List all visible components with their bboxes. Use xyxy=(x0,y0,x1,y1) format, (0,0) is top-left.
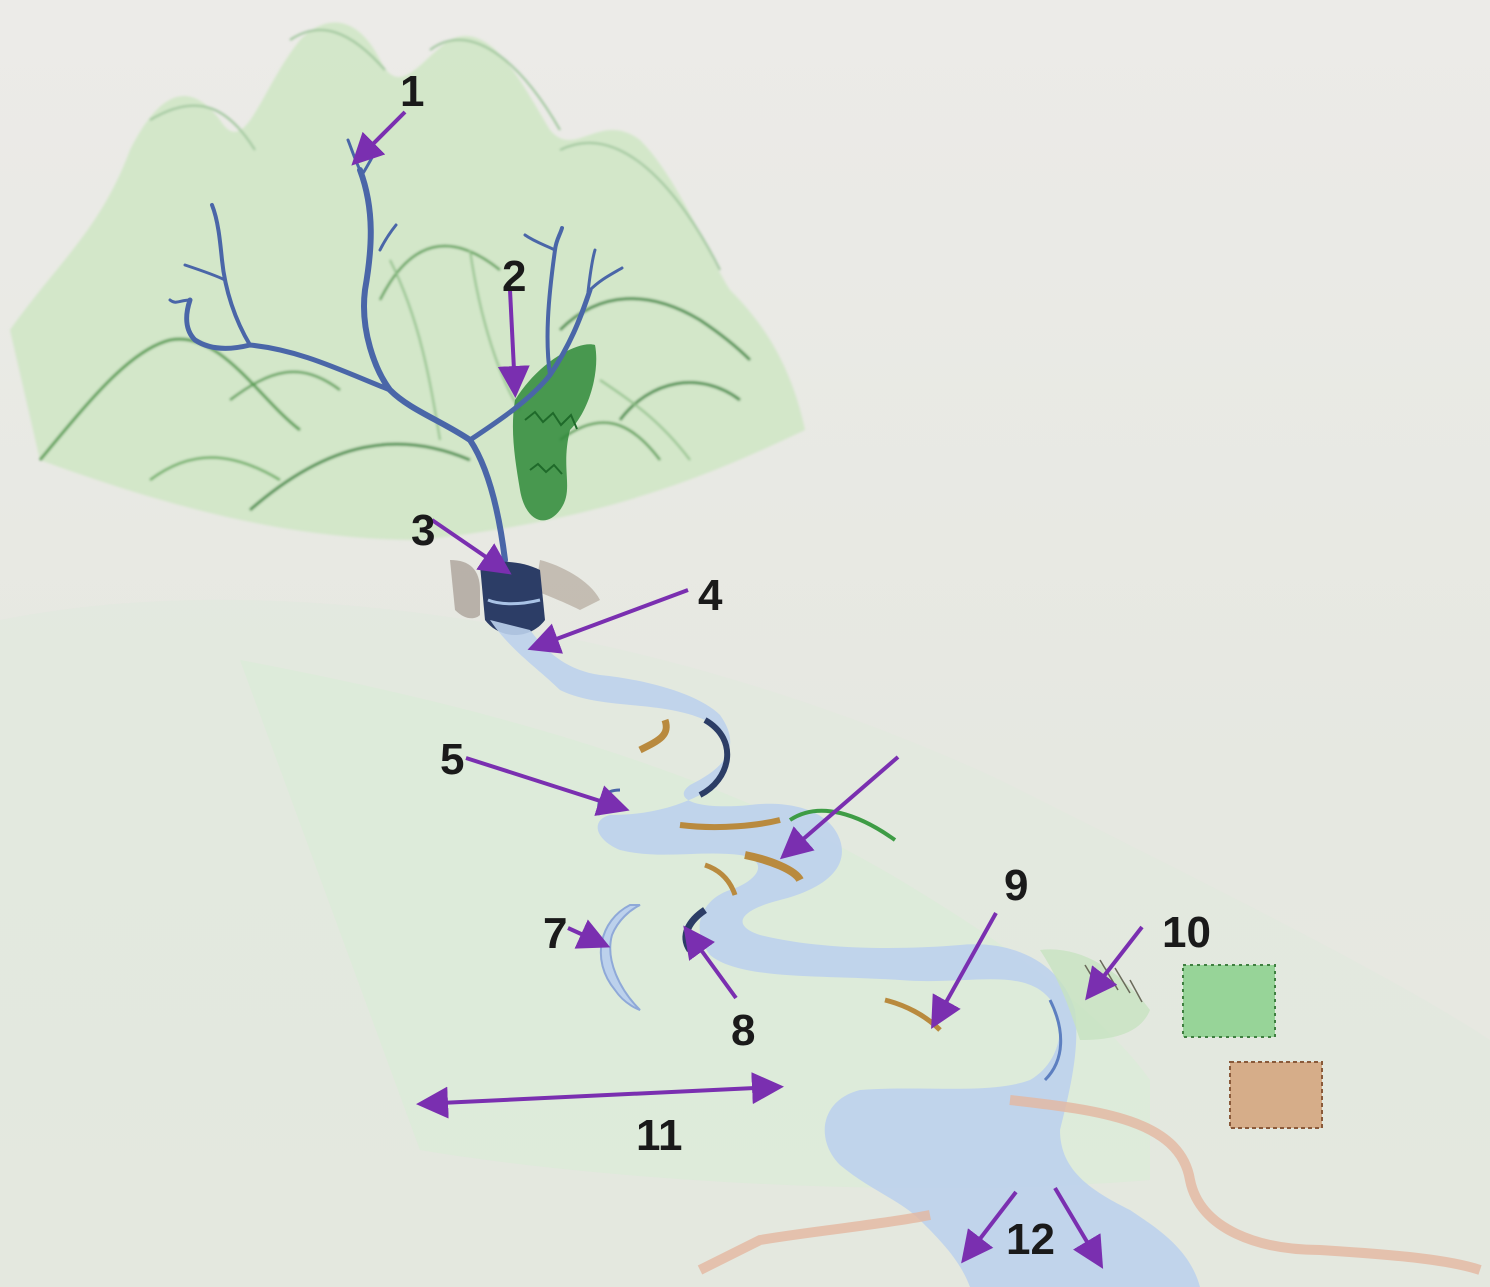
label-9: 9 xyxy=(1004,861,1028,910)
label-2: 2 xyxy=(502,252,526,301)
brown-field xyxy=(1230,1062,1322,1128)
label-5: 5 xyxy=(440,735,464,784)
green-field xyxy=(1183,965,1275,1037)
label-1: 1 xyxy=(400,67,424,116)
label-11: 11 xyxy=(636,1111,683,1160)
label-12: 12 xyxy=(1006,1215,1055,1264)
label-10: 10 xyxy=(1162,908,1211,957)
label-3: 3 xyxy=(411,506,435,555)
label-8: 8 xyxy=(731,1006,755,1055)
label-7: 7 xyxy=(543,909,567,958)
label-4: 4 xyxy=(698,571,723,620)
